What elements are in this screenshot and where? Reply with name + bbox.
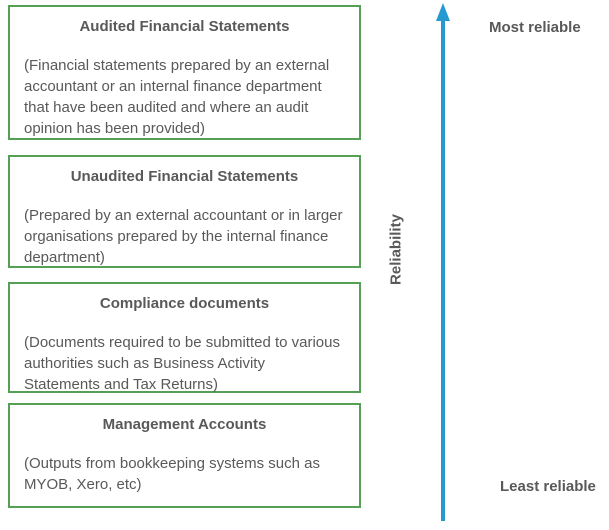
box-title: Audited Financial Statements xyxy=(79,18,290,35)
most-reliable-label: Most reliable xyxy=(489,19,581,36)
box-description: (Outputs from bookkeeping systems such a… xyxy=(24,455,320,493)
least-reliable-label: Least reliable xyxy=(500,478,596,495)
box-management-accounts: Management Accounts (Outputs from bookke… xyxy=(8,403,361,508)
arrow-head-icon xyxy=(436,3,450,21)
box-title: Management Accounts xyxy=(102,416,267,433)
box-title: Compliance documents xyxy=(99,295,270,312)
box-description: (Financial statements prepared by an ext… xyxy=(24,57,330,137)
box-unaudited-financial-statements: Unaudited Financial Statements (Prepared… xyxy=(8,155,361,268)
box-compliance-documents: Compliance documents (Documents required… xyxy=(8,282,361,393)
box-description: (Documents required to be submitted to v… xyxy=(24,334,340,393)
reliability-axis-label: Reliability xyxy=(387,214,405,285)
reliability-arrow-icon xyxy=(436,3,450,521)
box-title: Unaudited Financial Statements xyxy=(70,168,299,185)
box-description: (Prepared by an external accountant or i… xyxy=(24,207,343,266)
box-audited-financial-statements: Audited Financial Statements (Financial … xyxy=(8,5,361,140)
